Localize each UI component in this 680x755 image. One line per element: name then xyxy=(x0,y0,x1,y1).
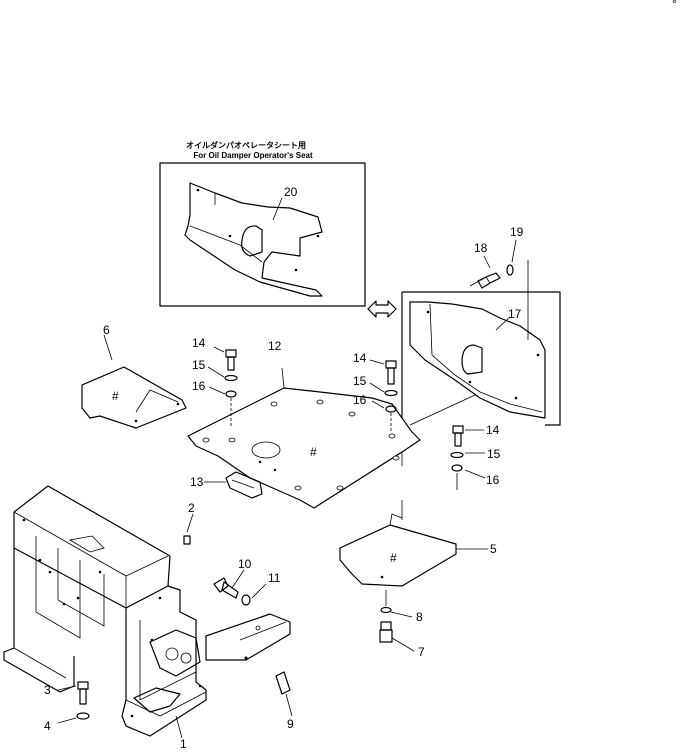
floor-plate-part-12 xyxy=(187,367,421,509)
callout-14a: 14 xyxy=(192,336,206,350)
callout-7: 7 xyxy=(418,645,425,659)
fasteners-right xyxy=(409,394,486,490)
callout-10: 10 xyxy=(238,557,252,571)
callout-18: 18 xyxy=(474,241,488,255)
corner-mark: ° xyxy=(672,0,677,11)
alternate-arrow xyxy=(367,300,397,318)
callout-13: 13 xyxy=(190,475,204,489)
callout-16b: 16 xyxy=(353,393,367,407)
inset-oil-damper-seat: オイルダンパオペレータシート用 For Oil Damper Operator'… xyxy=(159,140,366,307)
fasteners-left xyxy=(207,346,238,426)
bolt-3-washer-4 xyxy=(57,681,90,724)
step-part-13 xyxy=(204,471,263,499)
cover-part-17 xyxy=(401,260,561,426)
callout-1: 1 xyxy=(180,737,187,750)
callout-3: 3 xyxy=(44,683,51,697)
inset-caption-en: For Oil Damper Operator's Seat xyxy=(193,151,313,160)
inset-caption-jp: オイルダンパオペレータシート用 xyxy=(186,140,306,150)
inset-frame xyxy=(159,162,366,307)
callout-4: 4 xyxy=(44,719,51,733)
cover-part-20 xyxy=(184,182,323,297)
callout-19: 19 xyxy=(510,225,524,239)
callout-20: 20 xyxy=(284,185,298,199)
callout-15b: 15 xyxy=(353,374,367,388)
washer-8-bolt-7 xyxy=(379,590,415,652)
cover-part-6 xyxy=(81,334,187,429)
callout-14c: 14 xyxy=(486,423,500,437)
hash-symbol-5: # xyxy=(390,551,397,565)
callout-15c: 15 xyxy=(487,447,501,461)
fasteners-middle xyxy=(369,359,398,432)
callout-12: 12 xyxy=(268,339,282,353)
callout-9: 9 xyxy=(287,717,294,731)
callout-8: 8 xyxy=(416,610,423,624)
callout-17: 17 xyxy=(508,307,522,321)
fitting-2 xyxy=(183,513,194,545)
callout-6: 6 xyxy=(103,323,110,337)
cover-part-5 xyxy=(339,500,488,587)
pin-9 xyxy=(275,671,293,717)
callout-15a: 15 xyxy=(192,358,206,372)
callout-5: 5 xyxy=(490,542,497,556)
hash-symbol-6: # xyxy=(112,389,119,403)
callout-14b: 14 xyxy=(353,351,367,365)
hash-symbol-12: # xyxy=(310,445,317,459)
callout-16a: 16 xyxy=(192,379,206,393)
callout-11: 11 xyxy=(268,571,281,585)
callout-16c: 16 xyxy=(486,473,500,487)
main-frame-part-1 xyxy=(3,485,291,739)
bolt-18 xyxy=(477,255,501,289)
callout-2: 2 xyxy=(188,501,195,515)
washer-19 xyxy=(506,239,517,276)
bolt-10-washer-11 xyxy=(213,569,267,606)
